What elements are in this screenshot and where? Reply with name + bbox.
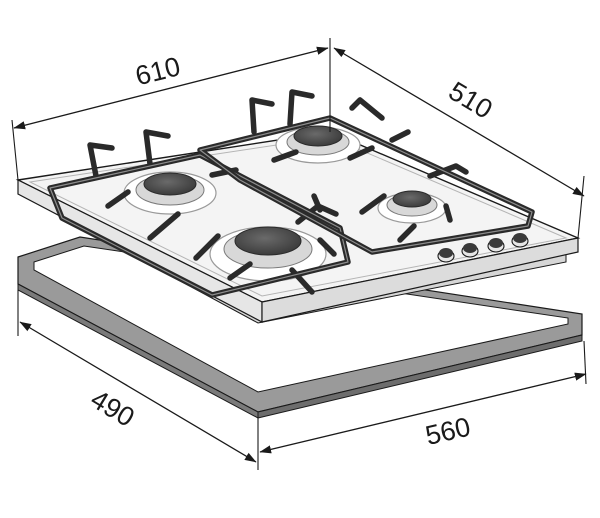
- control-knob-3[interactable]: [487, 238, 505, 253]
- front-left-burner: [209, 226, 327, 282]
- dimension-label-490: 490: [86, 384, 140, 433]
- dimension-label-560: 560: [423, 412, 474, 451]
- control-knob-1[interactable]: [437, 248, 455, 263]
- control-knob-2[interactable]: [461, 243, 479, 258]
- rear-left-burner: [123, 171, 217, 215]
- control-knobs: [437, 233, 529, 263]
- dimension-label-610: 610: [132, 51, 183, 91]
- control-knob-4[interactable]: [511, 233, 529, 248]
